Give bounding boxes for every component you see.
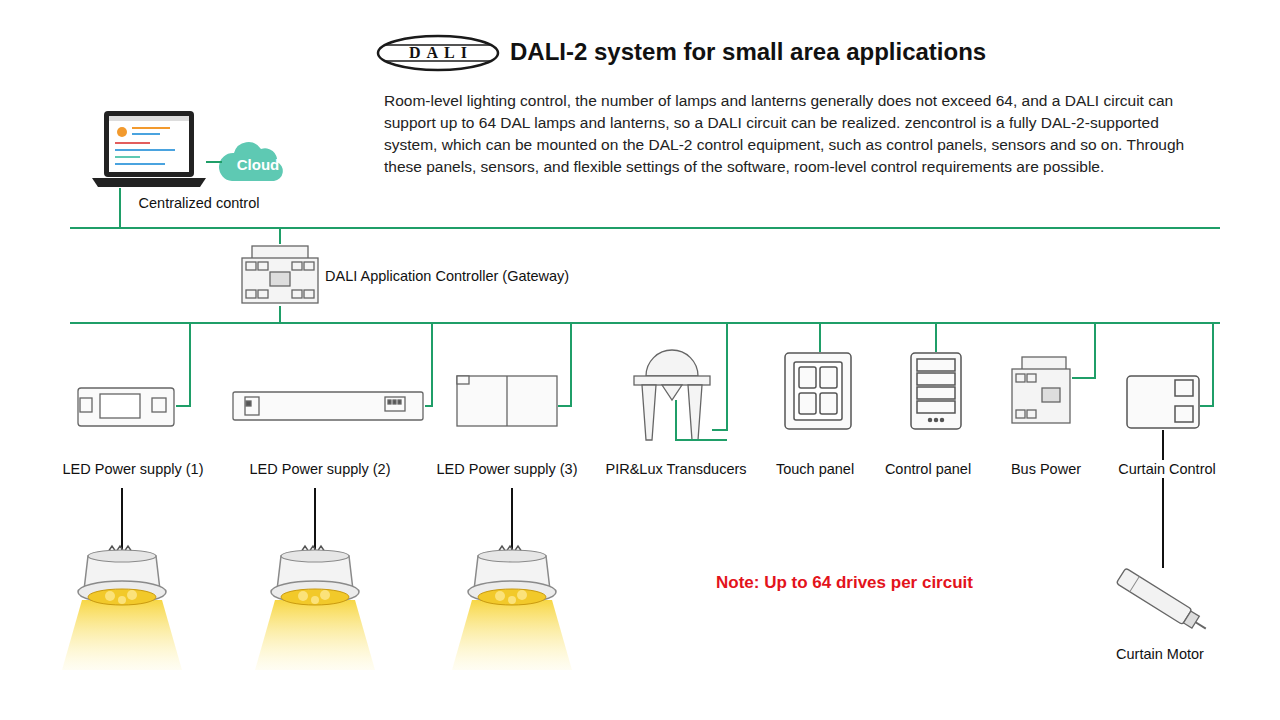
- bus-wire: [280, 306, 432, 406]
- pir-sensor-icon: [634, 350, 710, 440]
- panel-node: Control panel: [910, 352, 962, 430]
- bus-wire: [206, 161, 222, 163]
- bus-power-icon: [1012, 357, 1070, 423]
- bus-wire: [176, 306, 280, 406]
- downlight-lamp: [62, 488, 572, 670]
- device-label: Bus Power: [1009, 460, 1083, 478]
- bus-wire: [280, 306, 727, 430]
- bus-wire: [280, 306, 820, 352]
- sensor-wire: [676, 400, 727, 440]
- device-label: LED Power supply (3): [434, 460, 579, 478]
- bus-line: [70, 228, 1220, 323]
- device-label: Centralized control: [137, 194, 262, 212]
- control-panel-icon: [911, 353, 961, 429]
- device-label: Curtain Motor: [1114, 645, 1206, 663]
- gateway-node: DALI Application Controller (Gateway): [240, 244, 320, 306]
- touch-panel-icon: [785, 353, 851, 429]
- cloud-node: Cloud: [222, 142, 294, 182]
- note-text: Note: Up to 64 drives per circuit: [716, 573, 973, 593]
- diagram-title: DALI-2 system for small area application…: [510, 38, 986, 66]
- dali-logo: [378, 36, 498, 70]
- panel-node: Touch panel: [784, 352, 852, 430]
- led-driver-icon: [457, 376, 557, 426]
- node-text: Cloud: [237, 155, 280, 175]
- gateway-icon: [242, 246, 318, 303]
- description-text: Room-level lighting control, the number …: [384, 90, 1206, 178]
- device-label: Touch panel: [774, 460, 856, 478]
- bus-wire: [280, 306, 571, 406]
- device-label: LED Power supply (1): [60, 460, 205, 478]
- power-node: Bus Power: [1010, 355, 1072, 425]
- sensor-node: PIR&Lux Transducers: [632, 350, 712, 442]
- bus-wire: [280, 306, 1095, 378]
- cloud-shape: [219, 142, 283, 181]
- curtain-control-node: Curtain Control: [1126, 374, 1200, 430]
- logo-text: DALI: [378, 44, 498, 62]
- driver-node: LED Power supply (1): [76, 386, 176, 428]
- device-label: DALI Application Controller (Gateway): [323, 267, 571, 285]
- laptop-icon: [92, 111, 206, 187]
- led-driver-icon: [233, 392, 423, 420]
- curtain-motor-icon: [1116, 568, 1210, 636]
- device-label: Curtain Control: [1116, 460, 1218, 478]
- device-label: PIR&Lux Transducers: [603, 460, 748, 478]
- led-driver-icon: [78, 388, 174, 426]
- bus-wire: [280, 306, 936, 352]
- motor-node: Curtain Motor: [1115, 568, 1207, 632]
- motor-cable: [1162, 430, 1164, 568]
- driver-node: LED Power supply (2): [231, 390, 425, 422]
- device-label: LED Power supply (2): [247, 460, 392, 478]
- bus-wire: [280, 306, 1213, 406]
- driver-node: LED Power supply (3): [456, 374, 558, 428]
- bus-wire: [120, 188, 280, 244]
- curtain-control-icon: [1127, 376, 1199, 428]
- computer-node: Centralized control: [92, 110, 206, 188]
- device-label: Control panel: [883, 460, 973, 478]
